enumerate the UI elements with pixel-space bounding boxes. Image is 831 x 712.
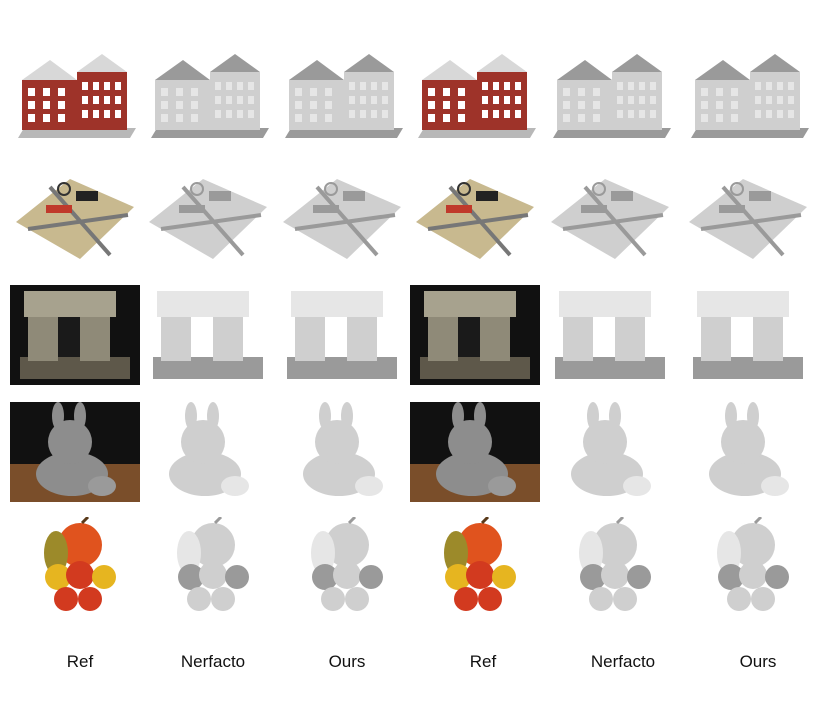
fruit-pile-ours-mesh-1 xyxy=(277,517,407,617)
scissors-on-stone-nerfacto-mesh-1 xyxy=(143,167,273,267)
stone-arch-photo-1 xyxy=(10,285,140,385)
building-model-photo-2 xyxy=(410,50,540,150)
building-model-ours-mesh-2 xyxy=(683,50,813,150)
scissors-on-stone-photo-2 xyxy=(410,167,540,267)
column-label-ref-2: Ref xyxy=(469,652,497,671)
column-label-nerfacto-2: Nerfacto xyxy=(590,652,656,671)
fruit-pile-photo-1 xyxy=(10,517,140,617)
stone-arch-ours-mesh-1 xyxy=(277,285,407,385)
rabbit-statue-photo-1 xyxy=(10,402,140,502)
stone-arch-nerfacto-mesh-1 xyxy=(143,285,273,385)
building-model-ours-mesh-1 xyxy=(277,50,407,150)
fruit-pile-nerfacto-mesh-1 xyxy=(143,517,273,617)
column-label-nerfacto-1: Nerfacto xyxy=(180,652,246,671)
scissors-on-stone-nerfacto-mesh-2 xyxy=(545,167,675,267)
rabbit-statue-ours-mesh-1 xyxy=(277,402,407,502)
rabbit-statue-nerfacto-mesh-2 xyxy=(545,402,675,502)
scissors-on-stone-photo-1 xyxy=(10,167,140,267)
fruit-pile-photo-2 xyxy=(410,517,540,617)
column-label-ours-1: Ours xyxy=(328,652,366,671)
fruit-pile-nerfacto-mesh-2 xyxy=(545,517,675,617)
stone-arch-photo-2 xyxy=(410,285,540,385)
building-model-nerfacto-mesh-1 xyxy=(143,50,273,150)
scissors-on-stone-ours-mesh-1 xyxy=(277,167,407,267)
stone-arch-nerfacto-mesh-2 xyxy=(545,285,675,385)
rabbit-statue-nerfacto-mesh-1 xyxy=(143,402,273,502)
rabbit-statue-photo-2 xyxy=(410,402,540,502)
building-model-photo-1 xyxy=(10,50,140,150)
column-label-ours-2: Ours xyxy=(739,652,777,671)
column-label-ref-1: Ref xyxy=(66,652,94,671)
scissors-on-stone-ours-mesh-2 xyxy=(683,167,813,267)
stone-arch-ours-mesh-2 xyxy=(683,285,813,385)
rabbit-statue-ours-mesh-2 xyxy=(683,402,813,502)
fruit-pile-ours-mesh-2 xyxy=(683,517,813,617)
building-model-nerfacto-mesh-2 xyxy=(545,50,675,150)
